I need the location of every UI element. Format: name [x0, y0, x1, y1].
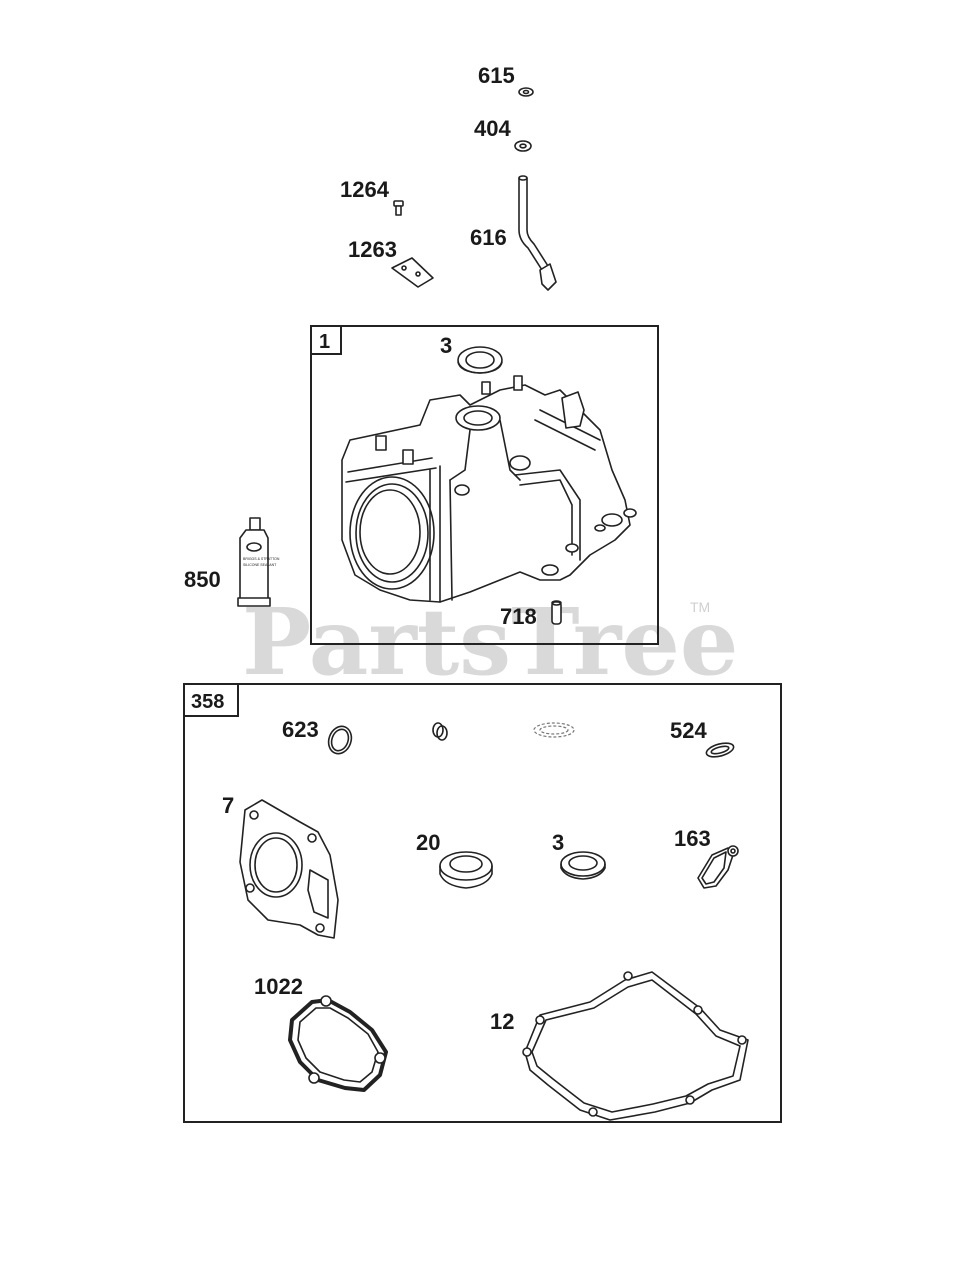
- sealant-tube-850-icon[interactable]: BRIGGS & STRATTON SILICONE SEALANT: [237, 517, 280, 607]
- dashed-seal-icon[interactable]: [533, 722, 575, 738]
- gasket-524-icon[interactable]: [705, 741, 735, 760]
- callout-12[interactable]: 12: [490, 1009, 514, 1034]
- sealant-brand-text: BRIGGS & STRATTON: [243, 557, 280, 561]
- callout-524[interactable]: 524: [670, 718, 707, 743]
- oil-seal-20-icon[interactable]: [439, 851, 493, 889]
- bracket-1263-icon[interactable]: [391, 257, 434, 288]
- gasket-1022-icon[interactable]: [288, 995, 388, 1092]
- callout-850[interactable]: 850: [184, 567, 221, 592]
- callout-718[interactable]: 718: [500, 604, 537, 629]
- box-358-tag: [183, 683, 239, 717]
- callout-7[interactable]: 7: [222, 793, 234, 818]
- nut-615-icon[interactable]: [518, 87, 534, 97]
- head-gasket-7-icon[interactable]: [239, 799, 339, 939]
- o-ring-623-icon[interactable]: [325, 723, 355, 757]
- engine-block-frame: [310, 325, 659, 645]
- callout-615[interactable]: 615: [478, 63, 515, 88]
- callout-1263[interactable]: 1263: [348, 237, 397, 262]
- trademark-symbol: TM: [690, 599, 710, 615]
- box-358-label[interactable]: 358: [191, 691, 224, 713]
- cylinder-block-icon[interactable]: [341, 375, 637, 603]
- sealant-product-text: SILICONE SEALANT: [243, 563, 277, 567]
- callout-623[interactable]: 623: [282, 717, 319, 742]
- gasket-set-frame: [183, 683, 782, 1123]
- partstree-watermark: PartsTree: [242, 588, 738, 696]
- screw-1264-icon[interactable]: [393, 200, 404, 216]
- callout-163[interactable]: 163: [674, 826, 711, 851]
- spring-clip-icon[interactable]: [432, 722, 448, 741]
- crankcase-gasket-12-icon[interactable]: [522, 971, 749, 1121]
- dowel-pin-718-icon[interactable]: [551, 600, 562, 625]
- callout-616[interactable]: 616: [470, 225, 507, 250]
- callout-404[interactable]: 404: [474, 116, 511, 141]
- callout-3-kit[interactable]: 3: [552, 830, 564, 855]
- callout-3-top[interactable]: 3: [440, 333, 452, 358]
- oil-seal-3-icon[interactable]: [457, 346, 503, 374]
- dipstick-tube-616-icon[interactable]: [518, 175, 557, 291]
- callout-20[interactable]: 20: [416, 830, 440, 855]
- gasket-163-icon[interactable]: [697, 845, 739, 889]
- box-1-label[interactable]: 1: [319, 331, 330, 353]
- washer-404-icon[interactable]: [514, 140, 532, 152]
- callout-1022[interactable]: 1022: [254, 974, 303, 999]
- box-1-tag: [310, 325, 342, 355]
- oil-seal-3-kit-icon[interactable]: [560, 851, 606, 880]
- callout-1264[interactable]: 1264: [340, 177, 390, 202]
